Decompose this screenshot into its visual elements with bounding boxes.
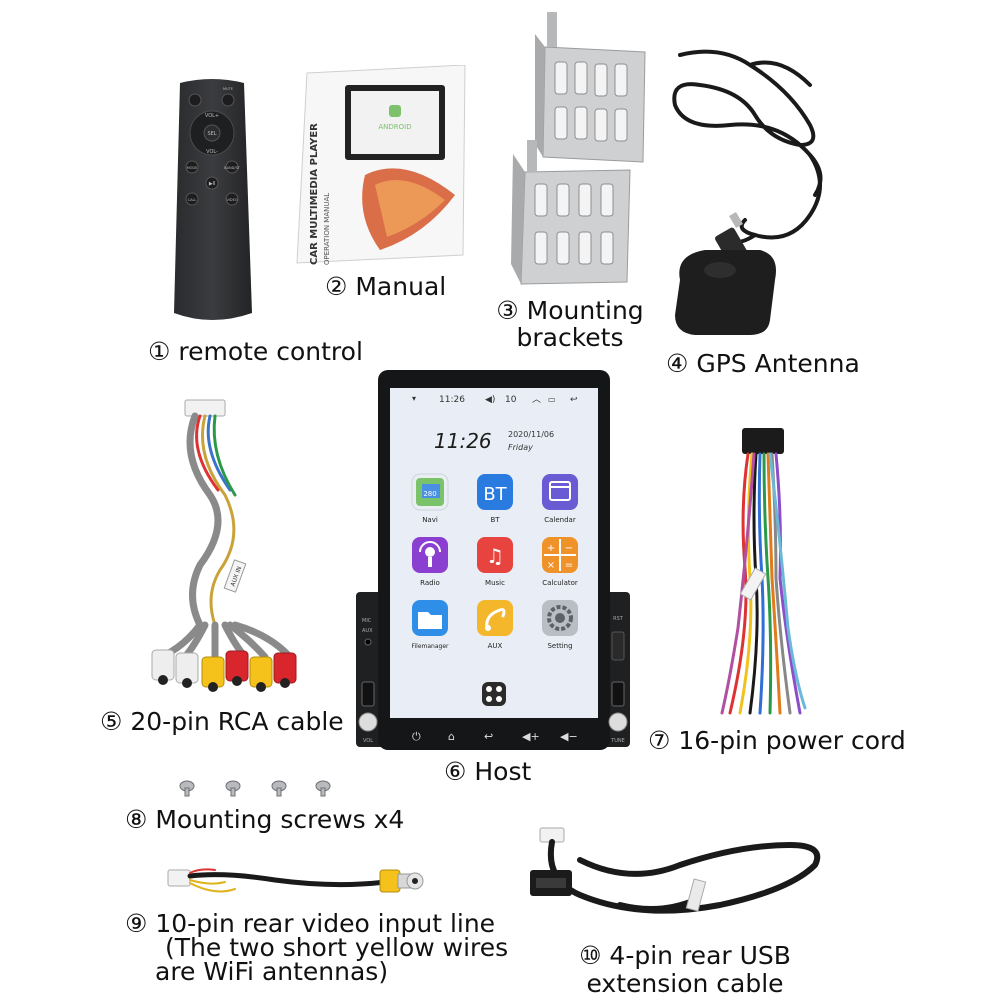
host-clock-time: 11:26: [434, 429, 492, 453]
volume-down-icon[interactable]: ◀−: [560, 730, 578, 743]
manual-brand: ANDROID: [378, 123, 411, 131]
app-navi-label: Navi: [422, 516, 438, 524]
app-calendar[interactable]: Calendar: [542, 474, 578, 524]
home-icon[interactable]: ⌂: [448, 730, 455, 743]
remote-vol-down-text: VOL-: [206, 149, 218, 155]
host-status-time: 11:26: [439, 395, 465, 405]
remote-control-label: ① remote control: [148, 337, 363, 366]
app-setting[interactable]: Setting: [542, 600, 578, 650]
power-cord-photo: [710, 428, 810, 718]
mounting-screws-photo: [175, 778, 335, 798]
remote-sel-text: SEL: [207, 131, 216, 137]
svg-text:280: 280: [423, 490, 436, 498]
panel-mic-text: MIC: [362, 618, 372, 624]
host-status-volume: 10: [505, 395, 517, 405]
rear-video-line-label-line2: (The two short yellow wires: [165, 933, 509, 962]
rear-video-line-label-line1: ⑨ 10-pin rear video input line: [125, 909, 496, 938]
app-calculator[interactable]: + − × = Calculator: [542, 537, 578, 587]
manual-photo: CAR MULTIMEDIA PLAYER OPERATION MANUAL A…: [295, 65, 470, 265]
host-window-icon: ▭: [548, 395, 556, 404]
app-music-label: Music: [485, 579, 505, 587]
manual-label: ② Manual: [325, 272, 447, 301]
app-calendar-label: Calendar: [544, 516, 576, 524]
rca-cable-photo: AUX IN: [140, 395, 310, 705]
panel-rst-text: RST: [613, 616, 624, 622]
app-navi[interactable]: 280 Navi: [411, 473, 449, 524]
host-clock-day: Friday: [508, 443, 533, 452]
sd-slot[interactable]: [611, 631, 625, 661]
app-music-glyph: ♫: [486, 544, 504, 568]
host-label: ⑥ Host: [444, 757, 532, 786]
panel-aux-text: AUX: [362, 628, 373, 634]
remote-mode-text: MODE: [187, 166, 198, 170]
app-calculator-label: Calculator: [542, 579, 578, 587]
app-bt[interactable]: BT BT: [477, 474, 513, 524]
remote-band-text: BAND/ST: [224, 166, 241, 170]
panel-tune-text: TUNE: [610, 738, 625, 744]
app-filemanager-label: Filemanager: [411, 643, 449, 650]
host-volume-icon: ◀): [485, 395, 495, 405]
svg-text:=: =: [565, 560, 573, 571]
remote-vol-up-text: VOL+: [205, 113, 219, 119]
mounting-brackets-photo: [505, 12, 650, 287]
host-back-icon: ↩: [570, 395, 578, 405]
usb-port[interactable]: [361, 681, 375, 707]
host-wifi-icon: ▾: [412, 394, 416, 403]
host-left-panel: MIC AUX VOL: [358, 618, 378, 744]
vol-knob[interactable]: [358, 712, 378, 732]
mounting-screws-label: ⑧ Mounting screws x4: [125, 805, 405, 834]
usb-extension-cable-photo: [520, 820, 830, 930]
svg-text:×: ×: [547, 560, 555, 571]
remote-mute-text: MUTE: [223, 87, 233, 91]
app-drawer-button[interactable]: [482, 682, 506, 706]
manual-title: CAR MULTIMEDIA PLAYER: [309, 123, 320, 265]
gps-antenna-photo: [660, 45, 835, 345]
power-icon[interactable]: ⏻: [412, 730, 421, 743]
app-filemanager[interactable]: Filemanager: [411, 600, 449, 650]
usb-extension-cable-label: ⑩ 4-pin rear USB extension cable: [560, 942, 810, 998]
app-setting-label: Setting: [547, 642, 572, 650]
host-unit: ▾ 11:26 ◀) 10 ︿ ▭ ↩ 11:26 2020/11/06 Fri…: [350, 370, 635, 755]
remote-control-photo: VOL+ SEL VOL- MODE BAND/ST ▶Ⅱ CALL VIDEO…: [170, 75, 255, 325]
mounting-brackets-label-line1: ③ Mounting: [496, 296, 644, 325]
svg-text:+: +: [547, 543, 555, 554]
remote-call-text: CALL: [188, 198, 197, 202]
back-icon[interactable]: ↩: [484, 730, 493, 743]
rear-video-line-label-line3: are WiFi antennas): [155, 957, 389, 986]
host-right-panel: RST TUNE: [608, 616, 628, 744]
panel-vol-text: VOL: [363, 738, 373, 744]
host-up-icon: ︿: [532, 395, 541, 405]
usb-port-right[interactable]: [611, 681, 625, 707]
power-cord-label: ⑦ 16-pin power cord: [648, 726, 906, 755]
remote-play-text: ▶Ⅱ: [209, 181, 215, 187]
rear-video-line-photo: [165, 862, 445, 912]
host-app-grid: 280 Navi BT BT Calendar Radio: [411, 473, 578, 650]
manual-subtitle: OPERATION MANUAL: [323, 193, 331, 265]
mounting-brackets-label: ③ Mounting brackets: [495, 297, 645, 351]
tune-knob[interactable]: [608, 712, 628, 732]
app-music[interactable]: ♫ Music: [477, 537, 513, 587]
mounting-brackets-label-line2: brackets: [516, 323, 624, 352]
rear-video-line-label: ⑨ 10-pin rear video input line (The two …: [125, 909, 509, 986]
remote-video-text: VIDEO: [226, 198, 237, 202]
app-aux[interactable]: AUX: [477, 600, 513, 650]
app-radio-label: Radio: [420, 579, 440, 587]
app-bt-glyph: BT: [483, 484, 507, 505]
usb-extension-cable-label-line2: extension cable: [586, 969, 784, 998]
volume-up-icon[interactable]: ◀+: [522, 730, 540, 743]
app-radio[interactable]: Radio: [412, 537, 448, 587]
app-bt-label: BT: [490, 516, 500, 524]
gps-antenna-label: ④ GPS Antenna: [666, 349, 860, 378]
host-clock-date: 2020/11/06: [508, 430, 554, 439]
usb-extension-cable-label-line1: ⑩ 4-pin rear USB: [579, 941, 791, 970]
app-aux-label: AUX: [488, 642, 503, 650]
rca-cable-label: ⑤ 20-pin RCA cable: [100, 707, 344, 736]
svg-text:−: −: [565, 543, 573, 554]
